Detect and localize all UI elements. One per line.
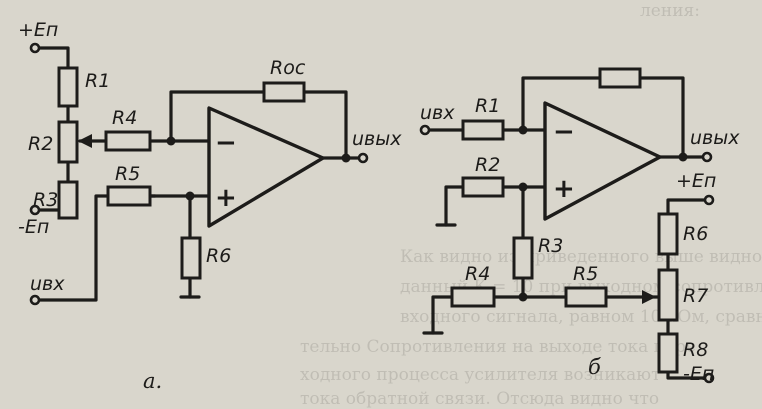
a-opamp-triangle: [207, 106, 325, 228]
a-label-output: uвых: [352, 128, 402, 150]
a-wire-feedback: [169, 90, 348, 160]
b-junction-plus: [518, 182, 528, 192]
a-resistor-r3: [57, 180, 79, 220]
a-resistor-r6: [180, 236, 202, 280]
bg-line-4: тельно Сопротивления на выходе тока пере: [300, 337, 696, 357]
b-label-r4: R4: [465, 263, 490, 285]
b-label-r5: R5: [573, 263, 598, 285]
a-junction-output: [341, 153, 351, 163]
b-wire-r2: [444, 185, 548, 227]
b-label-r6: R6: [683, 223, 708, 245]
b-opamp-minus: −: [553, 117, 575, 147]
b-terminal-input: [419, 124, 431, 136]
a-junction-minus: [166, 136, 176, 146]
b-label-supply-pos: +Eп: [676, 170, 716, 192]
a-terminal-output: [357, 152, 369, 164]
b-resistor-r6: [657, 212, 679, 256]
b-label-r1: R1: [475, 95, 500, 117]
b-opamp-plus: +: [553, 174, 575, 204]
b-resistor-r8: [657, 332, 679, 374]
bg-line-5: ходного процесса усилителя возникают: [300, 365, 661, 385]
a-label-r6: R6: [206, 245, 231, 267]
b-resistor-r3: [512, 236, 534, 280]
a-terminal-supply-pos: [29, 42, 41, 54]
a-label-roc: Roc: [270, 57, 306, 79]
circuit-b: − + uвх uвых R1 R2 R3 R4 R5 R6 R7 R8 +Eп…: [419, 67, 740, 385]
b-junction-output: [678, 152, 688, 162]
a-label-input: uвх: [30, 273, 65, 295]
b-wiper-arrow-icon: [642, 290, 656, 304]
b-opamp-triangle: [543, 101, 662, 221]
b-resistor-feedback: [598, 67, 642, 89]
b-label-supply-neg: -Eп: [683, 363, 714, 385]
a-label-r4: R4: [112, 107, 137, 129]
a-terminal-input: [29, 294, 41, 306]
b-caption: б: [588, 355, 601, 379]
a-resistor-roc: [262, 81, 306, 103]
b-terminal-supply-neg: [703, 372, 715, 384]
b-resistor-r5: [564, 286, 608, 308]
a-label-supply-pos: +Eп: [18, 19, 58, 41]
b-label-r2: R2: [475, 154, 500, 176]
a-label-r3: R3: [33, 189, 58, 211]
b-resistor-r1: [461, 119, 505, 141]
a-caption: а.: [143, 369, 162, 393]
circuit-a: − + +Eп -Eп R1 R2 R3 R4 R5 R6 Roc uвх uв…: [18, 19, 402, 393]
a-label-r1: R1: [85, 70, 110, 92]
b-label-output: uвых: [690, 127, 740, 149]
b-resistor-r4: [450, 286, 496, 308]
a-resistor-r4: [104, 130, 152, 152]
a-opamp-minus: −: [215, 128, 237, 158]
a-terminal-supply-neg: [29, 204, 41, 216]
a-resistor-r1: [57, 66, 79, 108]
a-label-r2: R2: [28, 133, 53, 155]
a-wiper-arrow-icon: [78, 134, 92, 148]
b-resistor-r2: [461, 176, 505, 198]
a-resistor-r5: [106, 185, 152, 207]
a-resistor-r2: [57, 120, 79, 164]
b-label-input: uвх: [420, 102, 455, 124]
b-terminal-output: [701, 151, 713, 163]
bg-line-0: ления:: [640, 1, 700, 21]
b-label-r7: R7: [683, 285, 708, 307]
bg-line-3: входного сигнала, равном 10 кОм, сравнен…: [400, 307, 762, 327]
a-junction-plus: [185, 191, 195, 201]
a-opamp-plus: +: [215, 183, 237, 213]
b-terminal-supply-pos: [703, 194, 715, 206]
b-junction-bottom: [518, 292, 528, 302]
bg-line-6: тока обратной связи. Отсюда видно что: [300, 389, 659, 409]
b-label-r8: R8: [683, 339, 708, 361]
b-resistor-r7: [657, 268, 679, 322]
b-label-r3: R3: [538, 235, 563, 257]
b-junction-minus: [518, 125, 528, 135]
a-label-r5: R5: [115, 163, 140, 185]
a-label-supply-neg: -Eп: [18, 216, 49, 238]
